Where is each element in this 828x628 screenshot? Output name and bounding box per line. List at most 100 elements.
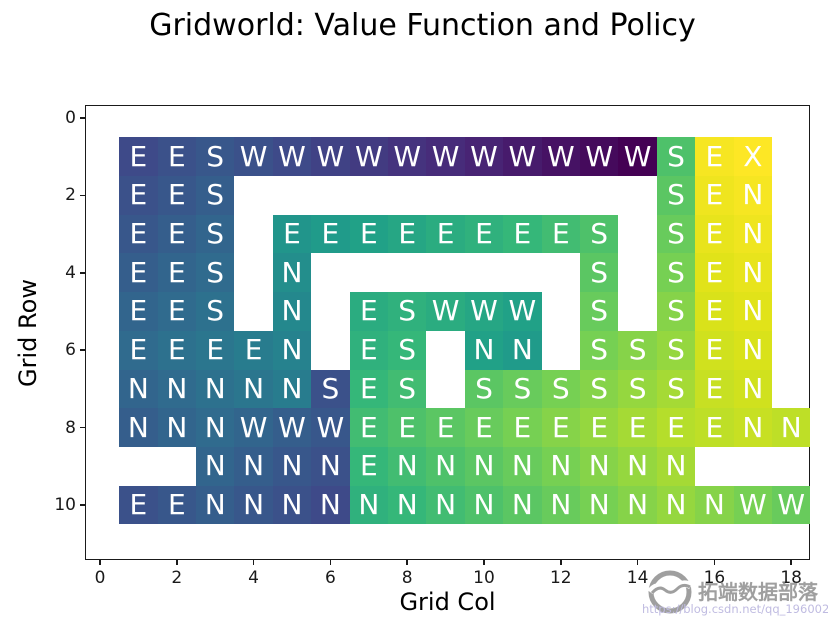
grid-cell: S (618, 330, 657, 370)
grid-cell: E (695, 137, 734, 177)
grid-cell: N (464, 485, 504, 525)
grid-cell: W (464, 292, 504, 331)
grid-cell: N (311, 485, 350, 525)
grid-cell: E (541, 408, 580, 447)
y-tick-mark (80, 426, 85, 429)
grid-cell: E (349, 446, 388, 486)
grid-cell: E (157, 330, 196, 370)
grid-cell: S (580, 214, 619, 254)
grid-cell: E (349, 292, 388, 331)
grid-cell: E (541, 214, 580, 254)
y-tick-mark (80, 272, 85, 274)
x-tick-mark (713, 560, 716, 565)
grid-cell: W (349, 137, 388, 177)
grid-cell: N (272, 330, 312, 370)
grid-cell: N (733, 176, 772, 215)
grid-cell: N (196, 408, 235, 447)
grid-cell: E (119, 330, 158, 370)
grid-cell: N (311, 446, 350, 486)
grid-cell: E (157, 214, 196, 254)
grid-cell: N (656, 485, 696, 525)
x-tick-label: 4 (248, 568, 259, 588)
x-tick-mark (560, 560, 562, 565)
grid-cell: E (119, 214, 158, 254)
grid-cell: S (196, 137, 235, 177)
x-tick-label: 2 (171, 568, 183, 588)
grid-cell: N (464, 446, 504, 486)
grid-cell: E (426, 214, 465, 254)
x-tick-label: 6 (324, 568, 336, 588)
grid-cell: S (656, 137, 696, 177)
grid-cell: N (196, 485, 235, 525)
y-tick-mark (80, 504, 85, 506)
grid-cell: N (234, 485, 273, 525)
grid-cell: E (119, 253, 158, 293)
grid-cell: E (311, 214, 350, 254)
grid-cell: N (234, 446, 273, 486)
grid-cell: N (656, 446, 696, 486)
watermark-url: https://blog.csdn.net/qq_19600291 (642, 602, 828, 616)
grid-cell: E (388, 214, 427, 254)
grid-cell: S (656, 214, 696, 254)
grid-cell: W (272, 408, 312, 447)
grid-cell: S (656, 253, 696, 293)
grid-cell: N (618, 485, 657, 525)
grid-cell: N (580, 485, 619, 525)
grid-cell: S (580, 253, 619, 293)
chart-title: Gridworld: Value Function and Policy (149, 8, 696, 43)
grid-cell: E (464, 214, 504, 254)
grid-cell: N (503, 330, 542, 370)
grid-cell: N (541, 446, 580, 486)
grid-cell: E (119, 292, 158, 331)
grid-cell: S (656, 176, 696, 215)
y-tick-label: 4 (65, 262, 76, 283)
grid-cell: N (388, 446, 427, 486)
grid-cell: E (272, 214, 312, 254)
grid-cell: S (196, 292, 235, 331)
grid-cell: N (234, 369, 273, 409)
x-tick-mark (790, 560, 792, 565)
grid-cell: E (695, 408, 734, 447)
watermark-brand: 拓端数据部落 (698, 580, 818, 604)
grid-cell: S (580, 330, 619, 370)
grid-cell: W (311, 408, 350, 447)
grid-cell: N (196, 369, 235, 409)
grid-cell: S (196, 214, 235, 254)
grid-cell: W (234, 137, 273, 177)
grid-cell: N (733, 330, 772, 370)
grid-cell: N (695, 485, 734, 525)
grid-cell: S (196, 176, 235, 215)
x-tick-mark (252, 560, 255, 565)
y-tick-label: 10 (54, 495, 76, 515)
grid-cell: S (580, 292, 619, 331)
grid-cell: E (234, 330, 273, 370)
x-tick-label: 0 (94, 568, 106, 588)
grid-cell: S (656, 369, 696, 409)
grid-cell: S (580, 369, 619, 409)
y-tick-label: 6 (65, 340, 76, 361)
grid-cell: N (426, 446, 465, 486)
x-tick-label: 12 (549, 568, 572, 588)
grid-cell: S (503, 369, 542, 409)
grid-cell: W (388, 137, 427, 177)
watermark-logo-icon (647, 570, 693, 614)
grid-cell: X (733, 137, 772, 177)
grid-cell: N (580, 446, 619, 486)
grid-cell: W (580, 137, 619, 177)
plot-area (85, 105, 810, 560)
grid-cell: N (119, 369, 158, 409)
grid-cell: W (503, 137, 542, 177)
grid-cell: W (733, 485, 772, 525)
y-axis-label: Grid Row (14, 279, 42, 387)
grid-cell: E (695, 176, 734, 215)
grid-cell: S (311, 369, 350, 409)
grid-cell: S (541, 369, 580, 409)
grid-cell: S (464, 369, 504, 409)
grid-cell: W (311, 137, 350, 177)
grid-cell: N (503, 446, 542, 486)
grid-cell: N (464, 330, 504, 370)
grid-cell: N (733, 292, 772, 331)
grid-cell: E (695, 253, 734, 293)
grid-cell: E (119, 137, 158, 177)
